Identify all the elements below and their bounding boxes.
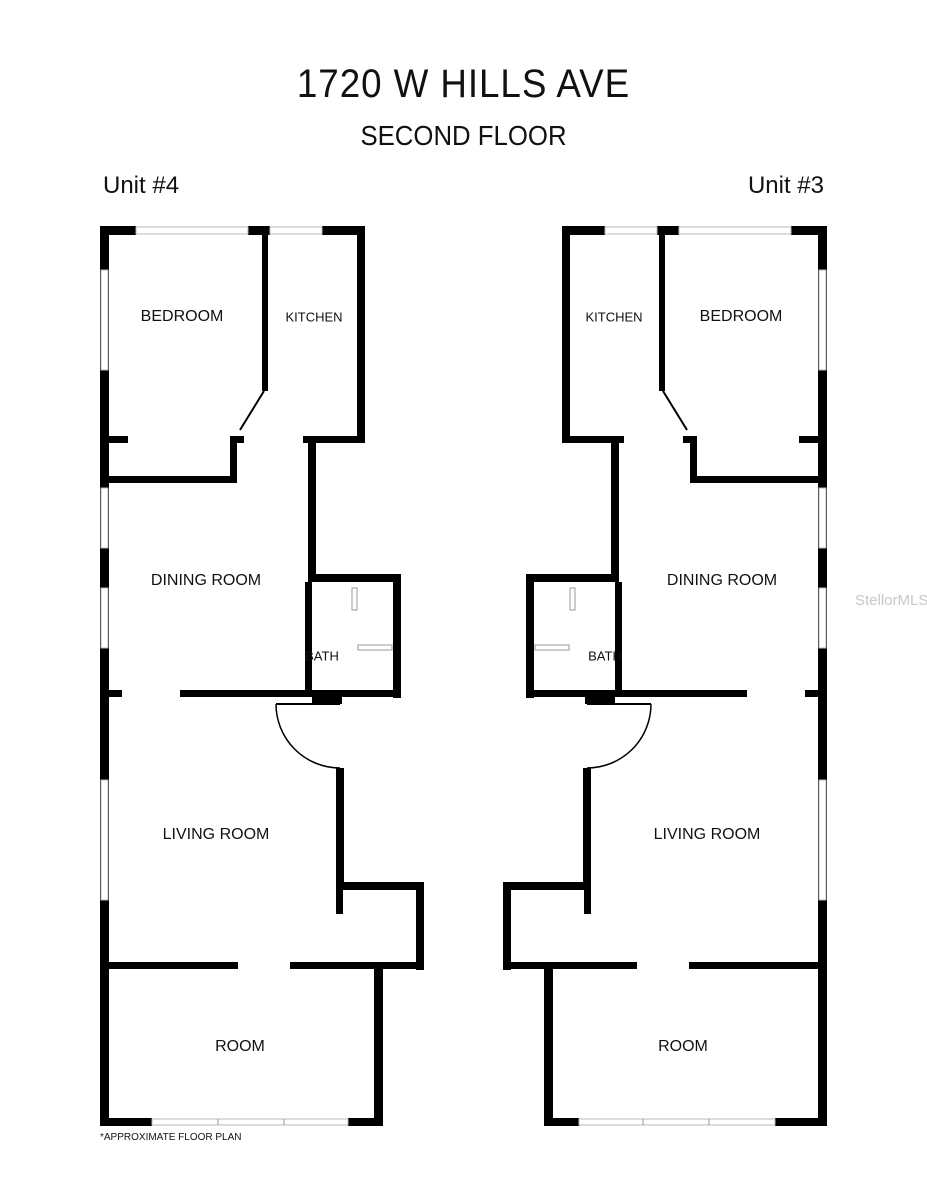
wall [336,768,344,884]
wall [544,962,553,1126]
unit-3-bath-label: BATH [588,648,622,664]
window [678,226,792,235]
wall [544,1118,579,1126]
footnote: *APPROXIMATE FLOOR PLAN [100,1132,242,1143]
unit-3-bedroom-label: BEDROOM [699,308,783,325]
wall [799,436,827,443]
watermark: StellorMLS [855,592,927,609]
wall [818,226,827,1126]
unit-3-kitchen-label: KITCHEN [585,309,643,325]
wall [336,882,424,890]
unit-4-label: Unit #4 [103,172,180,199]
wall [583,768,591,884]
wall [526,574,534,698]
unit-4-bath-label: BATH [305,648,339,664]
wall [374,962,383,1126]
wall [180,690,401,697]
wall [100,962,238,969]
window [151,1118,349,1126]
bath-fixture [357,644,393,651]
window [818,269,827,371]
unit-4-windows [100,226,349,1126]
page-subtitle: SECOND FLOOR [360,120,567,151]
wall [322,226,365,235]
wall [526,690,747,697]
unit-3-walls [503,226,827,1126]
wall [100,1118,152,1126]
wall [305,582,312,692]
wall [100,436,128,443]
wall [615,582,622,692]
wall [303,436,365,443]
wall [775,1118,827,1126]
wall [690,436,697,482]
wall [657,226,679,235]
window [100,269,109,371]
wall [791,226,827,235]
wall [336,884,343,914]
wall [526,574,619,582]
door-swing [275,703,341,769]
wall [416,882,424,970]
window [269,226,323,235]
wall [611,436,619,576]
unit-4-walls [100,226,424,1126]
wall [230,436,237,482]
window [604,226,658,235]
unit-3-windows [578,226,827,1126]
wall [562,226,570,442]
page-title: 1720 W HILLS AVE [296,62,631,106]
bath-fixture [534,644,570,651]
wall [503,882,591,890]
window [578,1118,776,1126]
wall [100,226,136,235]
wall [562,436,624,443]
window [100,487,109,549]
unit-4-bedroom-label: BEDROOM [140,308,224,325]
wall [584,884,591,914]
window [100,779,109,901]
window [818,779,827,901]
wall [312,697,342,704]
wall [805,690,827,697]
bath-fixture [351,587,358,611]
wall [100,690,122,697]
unit-4-room-label: ROOM [215,1038,265,1055]
wall [348,1118,383,1126]
wall [689,962,827,969]
wall [503,962,637,969]
window [818,487,827,549]
window [100,587,109,649]
wall [393,574,401,698]
wall [308,574,401,582]
wall [100,476,237,483]
wall [585,697,615,704]
door-swing [586,703,652,769]
unit-3-label: Unit #3 [747,172,824,199]
bath-fixture [569,587,576,611]
door-angle [239,390,265,431]
unit-3-room-label: ROOM [658,1038,708,1055]
window [135,226,249,235]
wall [290,962,424,969]
wall [308,436,316,576]
wall [262,226,268,391]
wall [357,226,365,442]
wall [562,226,605,235]
wall [503,882,511,970]
wall [248,226,270,235]
wall [690,476,827,483]
unit-4-dining-room-label: DINING ROOM [150,572,262,589]
unit-3-dining-room-label: DINING ROOM [666,572,778,589]
wall [659,226,665,391]
unit-4-living-room-label: LIVING ROOM [162,826,270,843]
window [818,587,827,649]
unit-4-kitchen-label: KITCHEN [285,309,343,325]
unit-3-living-room-label: LIVING ROOM [653,826,761,843]
door-angle [662,390,688,431]
wall [100,226,109,1126]
